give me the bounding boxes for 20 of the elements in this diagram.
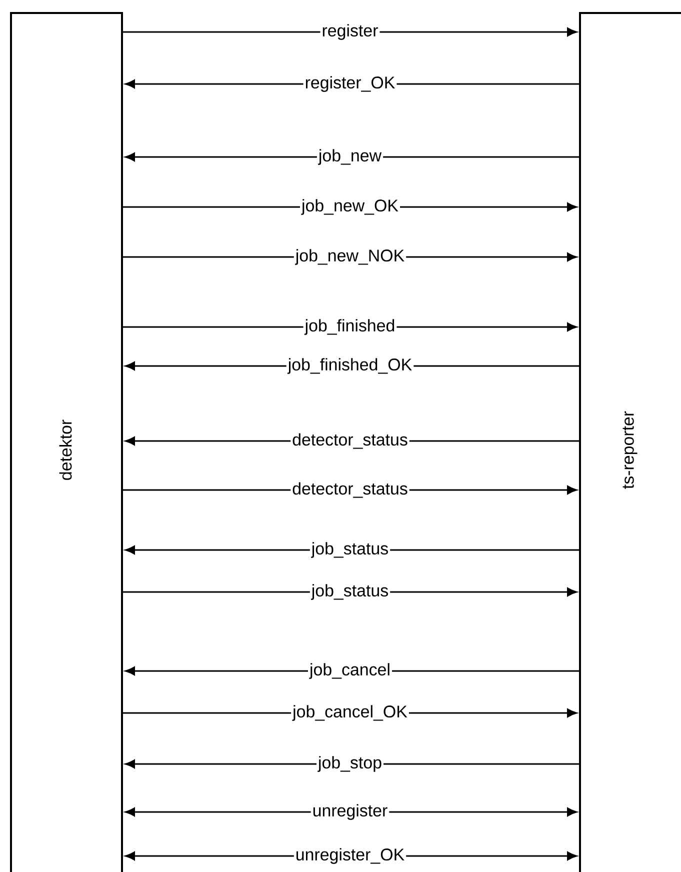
edge-label: job_finished [303, 318, 397, 336]
edge-label: register_OK [303, 74, 397, 94]
lifeline-label: ts-reporter [622, 411, 638, 489]
edge-label: job_new_NOK [294, 248, 406, 266]
lifeline-box [579, 12, 681, 872]
lifeline-label: detektor [59, 420, 72, 480]
edge-label: job_new_OK [300, 198, 400, 216]
edge-label: job_stop [316, 754, 384, 774]
edge-label: job_status [310, 582, 390, 602]
edge-label: detector_status [290, 480, 410, 500]
lifeline-box [10, 12, 123, 872]
edge-label: unregister [310, 802, 390, 822]
edge-label: job_cancel_OK [291, 704, 409, 722]
edge-label: job_finished_OK [286, 356, 414, 376]
edge-label: job_status [310, 540, 390, 560]
edge-label: job_new [316, 148, 384, 166]
edge-label: detector_status [290, 432, 410, 450]
edge-label: register [320, 22, 380, 42]
edge-label: job_cancel [308, 662, 392, 680]
edge-label: unregister_OK [294, 846, 406, 866]
